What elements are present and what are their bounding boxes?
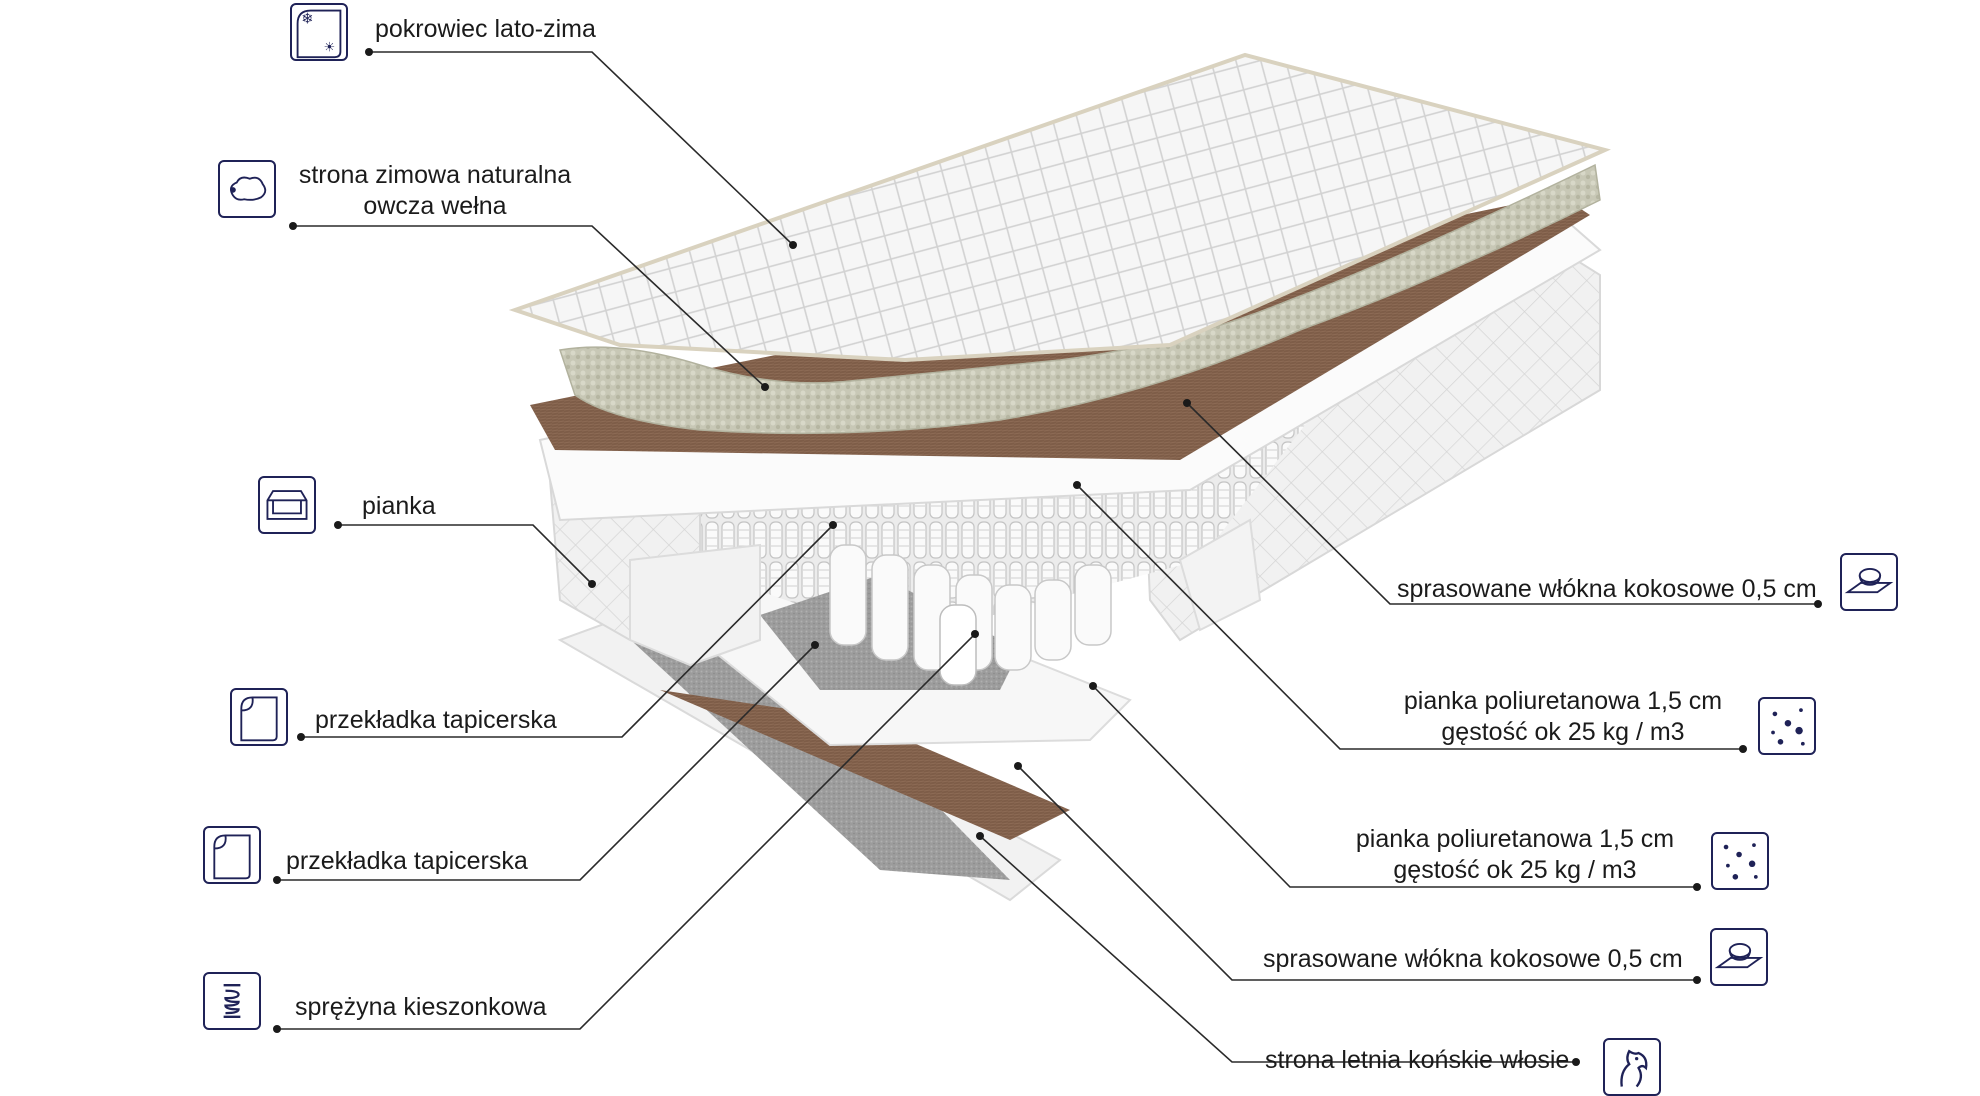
label-pu-top-line1: pianka poliuretanowa 1,5 cm [1403,687,1723,715]
folded-sheet-icon [230,688,288,746]
svg-text:❄: ❄ [301,10,313,28]
label-spring: sprężyna kieszonkowa [295,993,547,1021]
label-pu-bottom-line2: gęstość ok 25 kg / m3 [1393,856,1637,884]
label-pad-2: przekładka tapicerska [286,847,528,875]
label-foam: pianka [362,492,436,520]
quilted-cover [508,52,1611,363]
label-pu-top: pianka poliuretanowa 1,5 cm gęstość ok 2… [1393,686,1733,748]
label-horsehair: strona letnia końskie włosie [1265,1046,1570,1074]
coconut-icon-2 [1710,928,1768,986]
foam-block-icon [258,476,316,534]
label-coconut-top: sprasowane włókna kokosowe 0,5 cm [1397,575,1817,603]
wool-layer [559,163,1601,435]
label-coconut-bottom: sprasowane włókna kokosowe 0,5 cm [1263,945,1683,973]
coil-spring-icon [203,972,261,1030]
folded-sheet-icon-2 [203,826,261,884]
label-pu-bottom: pianka poliuretanowa 1,5 cm gęstość ok 2… [1345,824,1685,886]
leader-dots [273,48,1822,1066]
horse-icon [1603,1038,1661,1096]
foam-density-icon [1758,697,1816,755]
bottom-coconut-layer [660,690,1070,840]
snowflake-sun-cover-icon: ❄ ☀ [290,3,348,61]
coconut-icon [1840,553,1898,611]
side-border-right-cap [1178,518,1262,632]
label-wool: strona zimowa naturalna owcza wełna [290,160,580,222]
label-wool-line2: owcza wełna [363,192,507,220]
label-cover: pokrowiec lato-zima [375,15,596,43]
svg-text:☀: ☀ [324,41,336,56]
label-pad-1: przekładka tapicerska [315,706,557,734]
label-pu-top-line2: gęstość ok 25 kg / m3 [1441,718,1685,746]
spring-cluster-front [829,544,1112,686]
side-border-left-cap [629,543,761,667]
foam-density-icon-2 [1711,832,1769,890]
label-wool-line1: strona zimowa naturalna [298,161,572,189]
leader-lines [277,51,1818,1063]
label-pu-bottom-line1: pianka poliuretanowa 1,5 cm [1355,825,1675,853]
sheep-icon [218,160,276,218]
